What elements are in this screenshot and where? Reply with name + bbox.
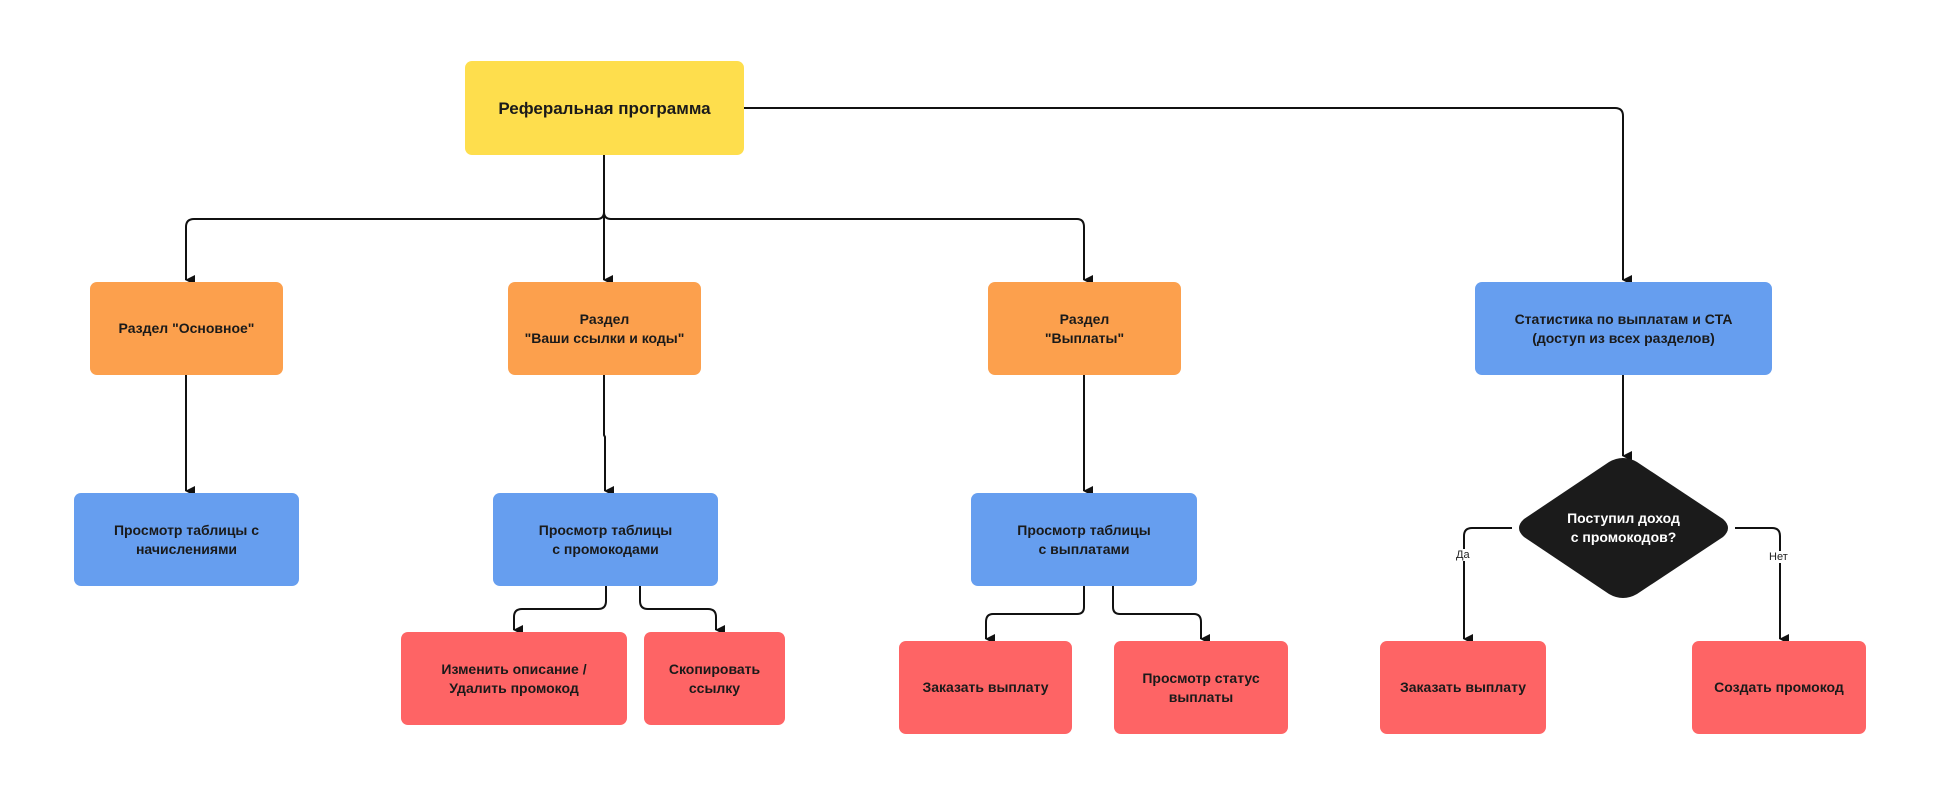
connector-decision-no [1735, 527, 1789, 644]
node-view-accruals[interactable]: Просмотр таблицы с начислениями [74, 493, 299, 586]
connector-root-stats [744, 107, 1632, 285]
connector-section-links-view [603, 375, 614, 496]
edge-label-yes: Да [1455, 549, 1471, 561]
node-decision-income[interactable]: Поступил доход с промокодов? [1514, 458, 1733, 598]
node-payout-status[interactable]: Просмотр статус выплаты [1114, 641, 1288, 734]
node-stats-cta[interactable]: Статистика по выплатам и CTA (доступ из … [1475, 282, 1772, 375]
node-copy-link[interactable]: Скопировать ссылку [644, 632, 785, 725]
connector-promocodes-edit [513, 586, 607, 635]
connector-decision-yes [1463, 527, 1512, 644]
node-referral-program[interactable]: Реферальная программа [465, 61, 744, 155]
node-section-main[interactable]: Раздел "Основное" [90, 282, 283, 375]
connector-root-section-payouts [603, 211, 1093, 285]
node-view-promocodes[interactable]: Просмотр таблицы с промокодами [493, 493, 718, 586]
edge-label-no: Нет [1768, 551, 1789, 563]
node-section-payouts[interactable]: Раздел "Выплаты" [988, 282, 1181, 375]
node-view-payouts[interactable]: Просмотр таблицы с выплатами [971, 493, 1197, 586]
node-order-payout-2[interactable]: Заказать выплату [1380, 641, 1546, 734]
node-edit-delete-promocode[interactable]: Изменить описание / Удалить промокод [401, 632, 627, 725]
connector-root-section-main [185, 155, 605, 285]
connector-payouts-status [1112, 586, 1210, 644]
connector-payouts-order [985, 586, 1085, 644]
node-create-promocode[interactable]: Создать промокод [1692, 641, 1866, 734]
node-order-payout-1[interactable]: Заказать выплату [899, 641, 1072, 734]
decision-diamond-shape [1519, 458, 1728, 598]
node-section-links-codes[interactable]: Раздел "Ваши ссылки и коды" [508, 282, 701, 375]
connector-promocodes-copy [639, 586, 725, 635]
decision-label: Поступил доход с промокодов? [1567, 510, 1680, 545]
